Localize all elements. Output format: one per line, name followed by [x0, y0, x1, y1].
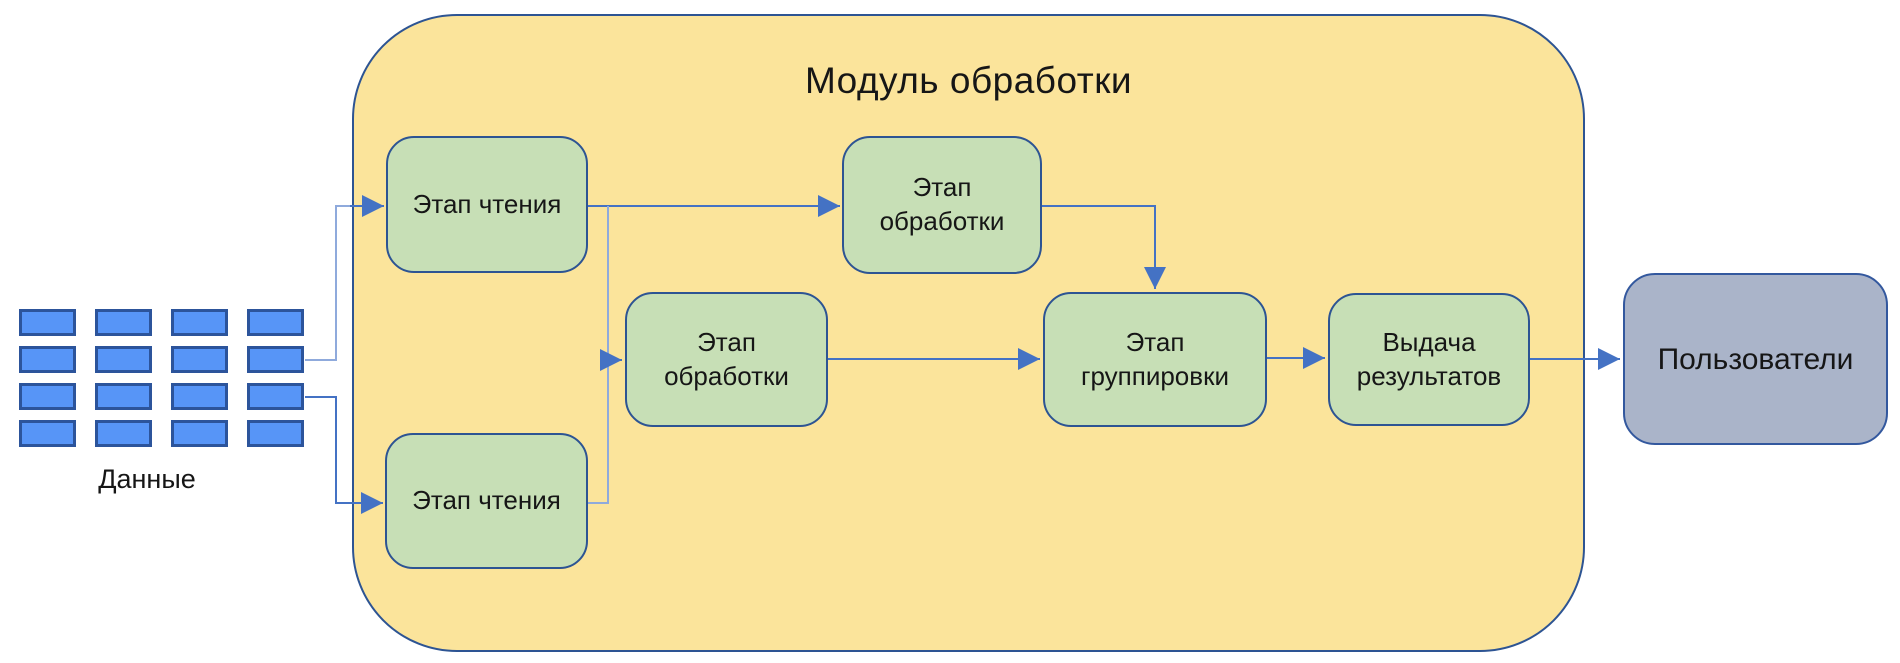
edge-process-top-to-grouping: [1042, 205, 1166, 289]
edge-read-merge-junction: [588, 206, 609, 504]
processing-module-title: Модуль обработки: [804, 60, 1133, 101]
data-block: [95, 309, 152, 336]
node-output-stage: Выдача результатов: [1328, 293, 1530, 426]
node-process-stage-top-label: Этап обработки: [879, 172, 1005, 236]
data-block: [247, 309, 304, 336]
data-block: [95, 420, 152, 447]
node-users: Пользователи: [1623, 273, 1888, 445]
node-process-stage-mid-label: Этап обработки: [664, 326, 789, 391]
node-read-stage-top-label: Этап чтения: [412, 188, 562, 219]
node-grouping-stage: Этап группировки: [1043, 292, 1267, 427]
node-read-stage-bottom: Этап чтения: [385, 433, 588, 569]
data-block: [19, 346, 76, 373]
data-block: [247, 383, 304, 410]
node-users-label: Пользователи: [1657, 342, 1854, 376]
node-grouping-stage-label: Этап группировки: [1081, 326, 1229, 391]
data-block: [19, 383, 76, 410]
data-block: [171, 420, 228, 447]
data-block: [247, 420, 304, 447]
data-block: [95, 383, 152, 410]
data-block: [95, 346, 152, 373]
node-read-stage-bottom-label: Этап чтения: [412, 485, 561, 516]
data-grid: [19, 309, 304, 447]
data-source-label: Данные: [98, 464, 196, 494]
node-output-stage-label: Выдача результатов: [1356, 326, 1502, 391]
data-block: [171, 383, 228, 410]
node-read-stage-top: Этап чтения: [386, 136, 588, 273]
data-block: [247, 346, 304, 373]
data-block: [19, 420, 76, 447]
data-block: [19, 309, 76, 336]
edge-data-to-read-top-elbow: [305, 205, 350, 361]
data-block: [171, 309, 228, 336]
node-process-stage-top: Этап обработки: [842, 136, 1042, 274]
data-block: [171, 346, 228, 373]
edge-data-to-read-bottom: [305, 396, 383, 514]
node-process-stage-mid: Этап обработки: [625, 292, 828, 427]
